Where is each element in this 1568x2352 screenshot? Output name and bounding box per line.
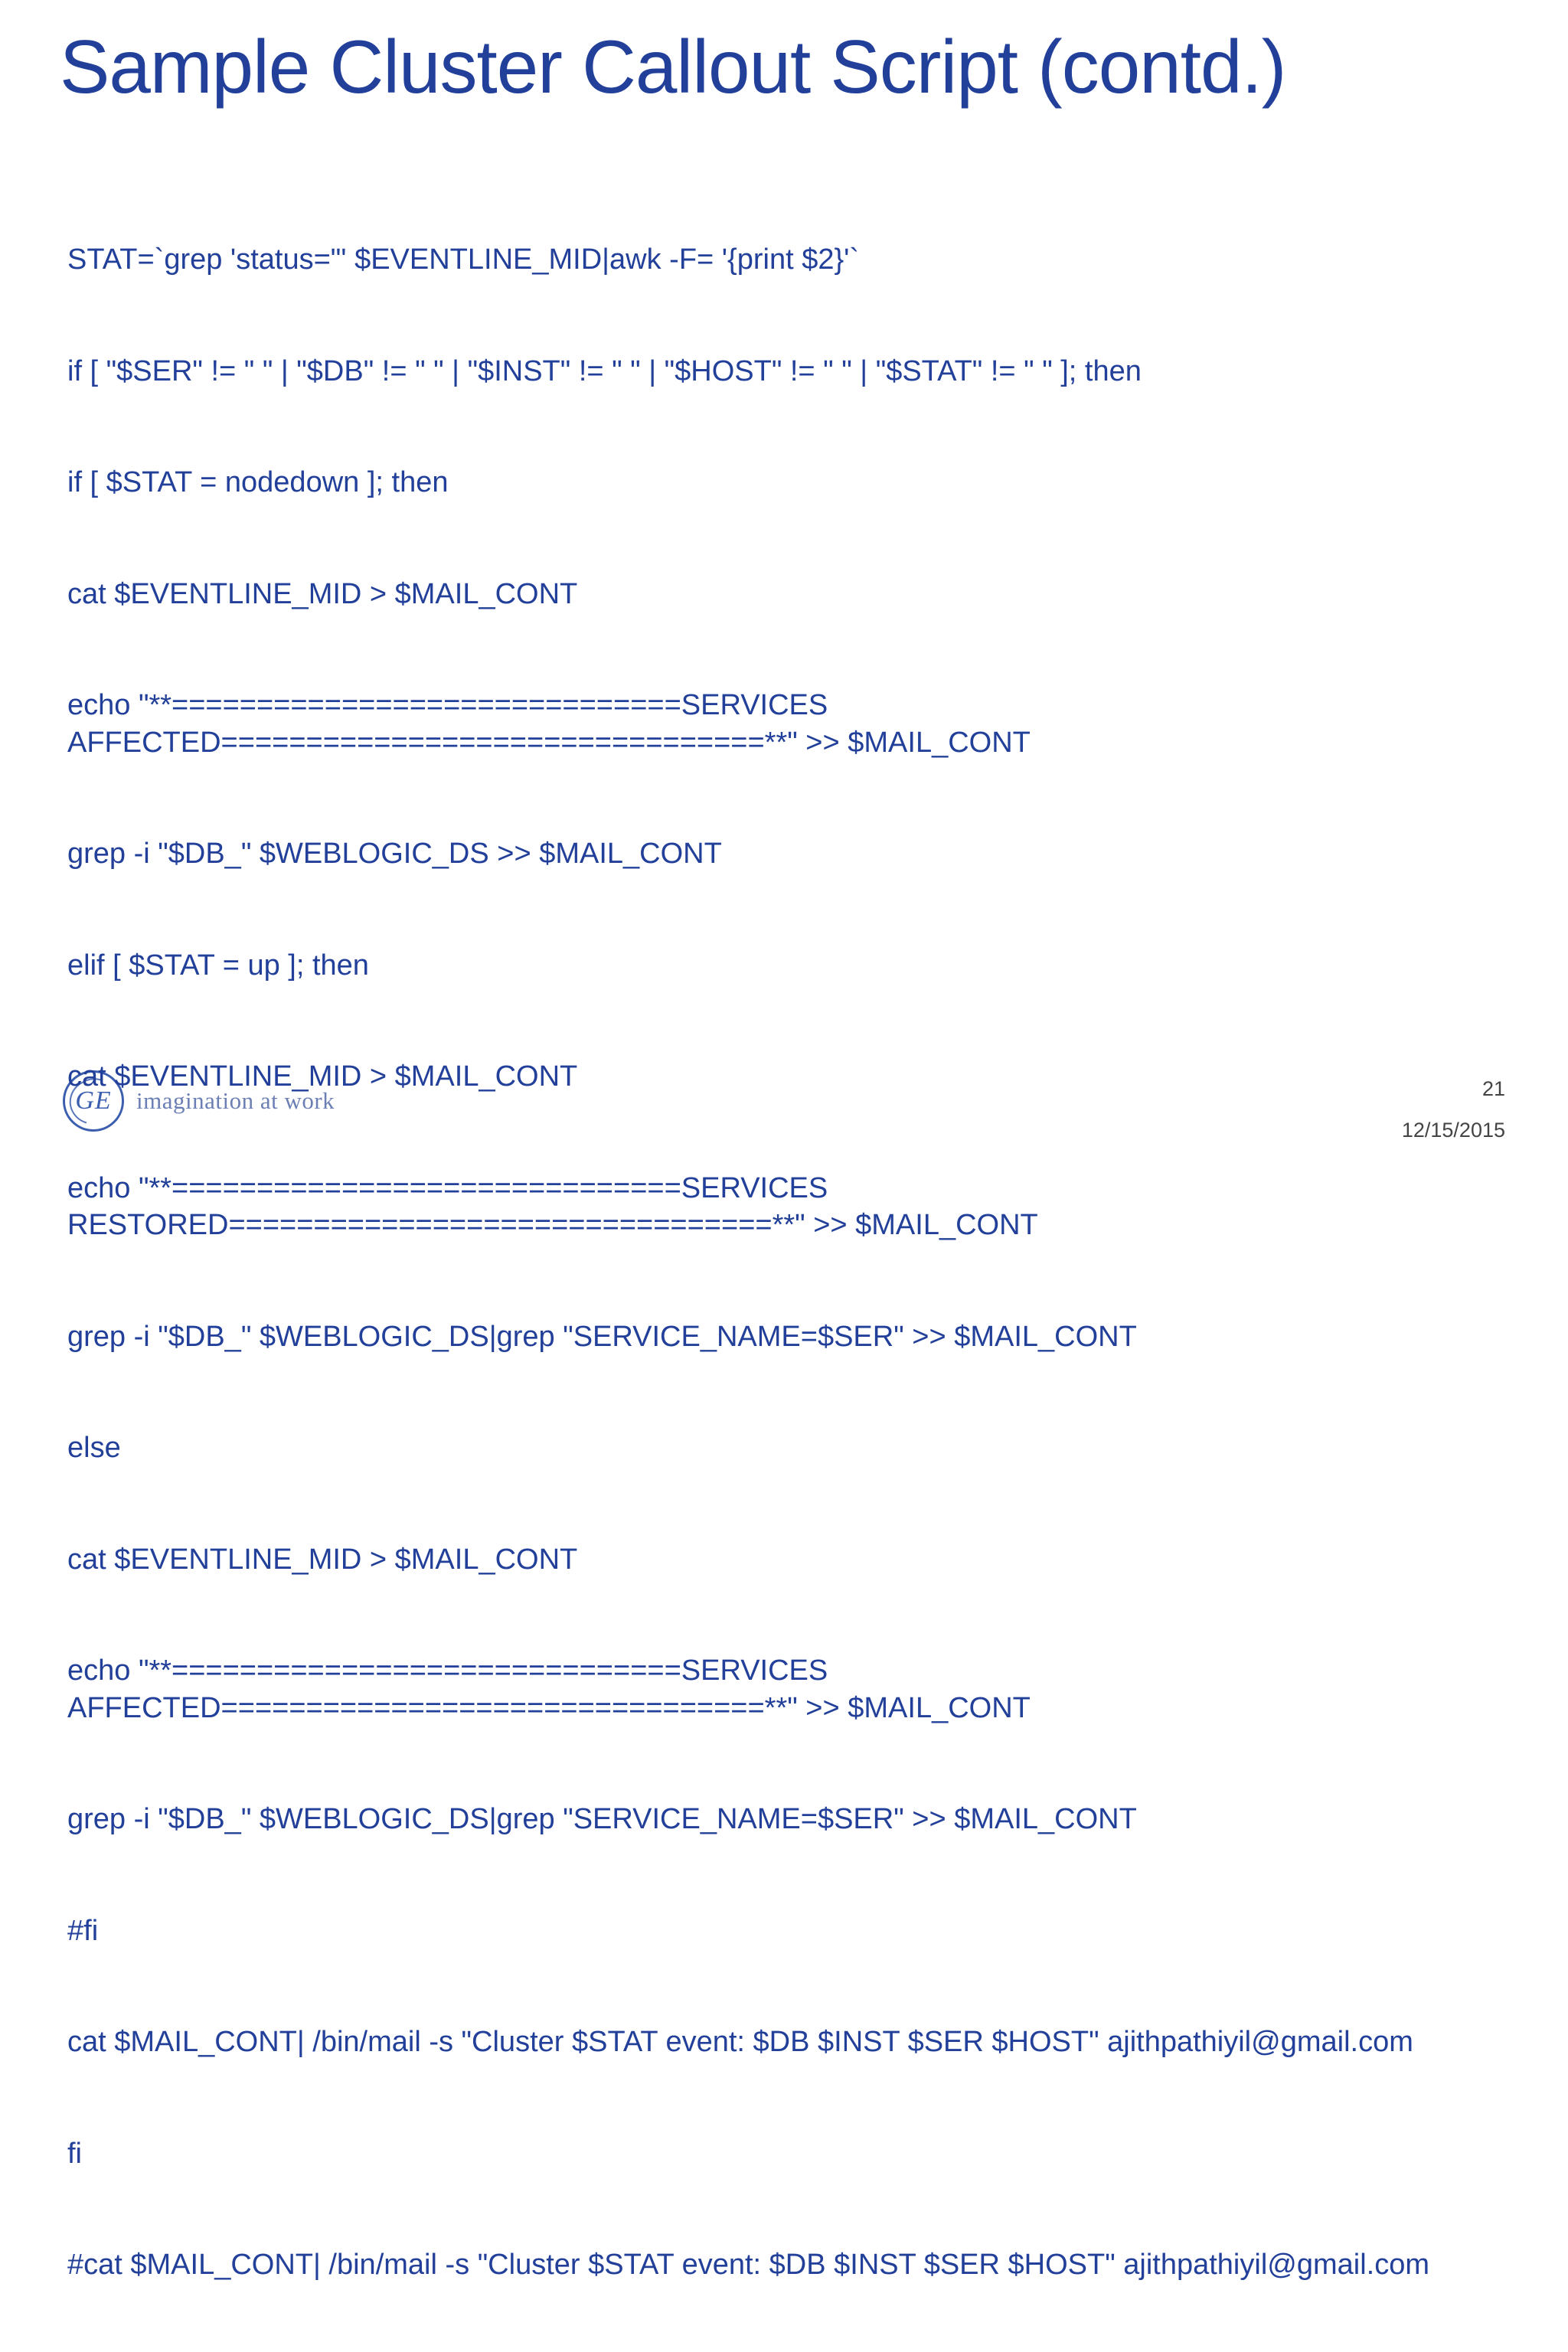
code-line: else [67,1432,121,1464]
code-line: echo "**==============================SE… [67,1655,1031,1724]
ge-logo: imagination at work [61,1070,335,1134]
code-line: if [ "$SER" != " " | "$DB" != " " | "$IN… [67,354,1142,387]
code-line: cat $MAIL_CONT| /bin/mail -s "Cluster $S… [67,2026,1413,2058]
code-line: echo "**==============================SE… [67,1171,1038,1242]
page-number: 21 [1481,1077,1505,1100]
code-line: elif [ $STAT = up ]; then [67,949,369,982]
slide-date: 12/15/2015 [1401,1119,1505,1142]
code-line: fi [67,2137,82,2170]
code-line: #cat $MAIL_CONT| /bin/mail -s "Cluster $… [67,2249,1429,2281]
code-line: STAT=`grep 'status="' $EVENTLINE_MID|awk… [67,243,860,276]
slide-footer: imagination at work 21 12/15/2015 [0,1046,1568,1176]
code-line: cat $EVENTLINE_MID > $MAIL_CONT [67,1543,578,1576]
code-line: cat $EVENTLINE_MID > $MAIL_CONT [67,577,578,610]
script-code-block: STAT=`grep 'status="' $EVENTLINE_MID|awk… [67,167,1507,2352]
ge-monogram-icon [61,1070,126,1134]
code-line: echo "**==============================SE… [67,689,1031,759]
code-line: if [ $STAT = nodedown ]; then [67,466,449,498]
code-line: grep -i "$DB_" $WEBLOGIC_DS|grep "SERVIC… [67,1803,1137,1835]
code-line: grep -i "$DB_" $WEBLOGIC_DS >> $MAIL_CON… [67,838,722,870]
code-line: cat $EVENTLINE_MID > $MAIL_CONT [67,1060,578,1093]
code-line: #fi [67,1914,99,1947]
page-title: Sample Cluster Callout Script (contd.) [60,24,1286,109]
slide: Sample Cluster Callout Script (contd.) S… [0,0,1568,1176]
code-line: grep -i "$DB_" $WEBLOGIC_DS|grep "SERVIC… [67,1320,1137,1353]
ge-tagline: imagination at work [136,1087,335,1114]
